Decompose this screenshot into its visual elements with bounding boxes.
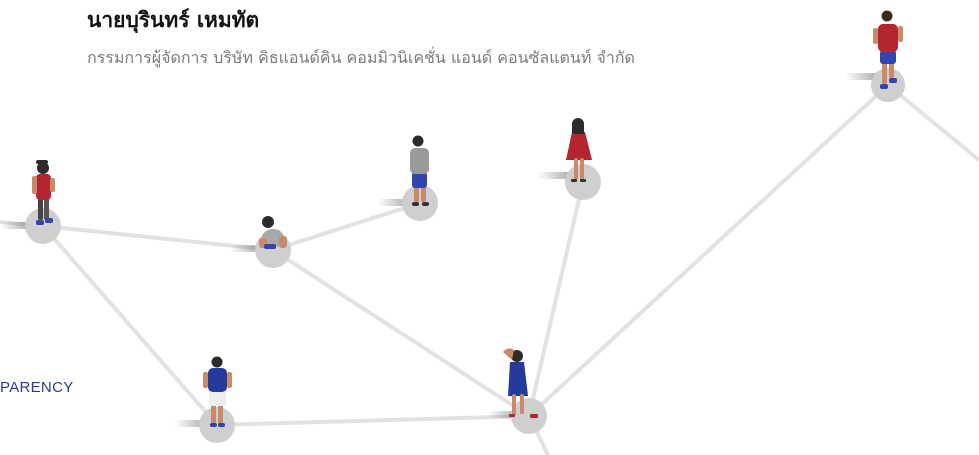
network-link (215, 414, 531, 427)
network-node (845, 68, 905, 102)
person-figure-blue-tank (203, 356, 232, 427)
network-link (527, 83, 890, 418)
network-node (0, 208, 61, 244)
network-link (527, 180, 585, 418)
person-name: นายบุรินทร์ เหมทัต (87, 8, 260, 32)
person-figure-crouching (259, 216, 287, 249)
network-link (271, 248, 531, 418)
network-node (175, 407, 235, 443)
network-node (378, 185, 438, 221)
network-node (488, 398, 547, 434)
person-figure-runner-red (873, 10, 903, 89)
network-nodes (0, 68, 905, 443)
network-link (271, 201, 422, 252)
network-link (41, 224, 219, 427)
person-figure-red-shirt-cap (32, 160, 55, 225)
person-title: กรรมการผู้จัดการ บริษัท คิธแอนด์คิน คอมม… (87, 48, 635, 67)
person-figure-red-dress (566, 118, 592, 182)
network-node (538, 164, 601, 200)
network-links (0, 83, 979, 455)
person-figure-blue-dress (503, 348, 538, 418)
section-label: PARENCY (0, 379, 74, 396)
person-figure-grey-shirt (410, 135, 429, 206)
network-link (886, 83, 979, 162)
